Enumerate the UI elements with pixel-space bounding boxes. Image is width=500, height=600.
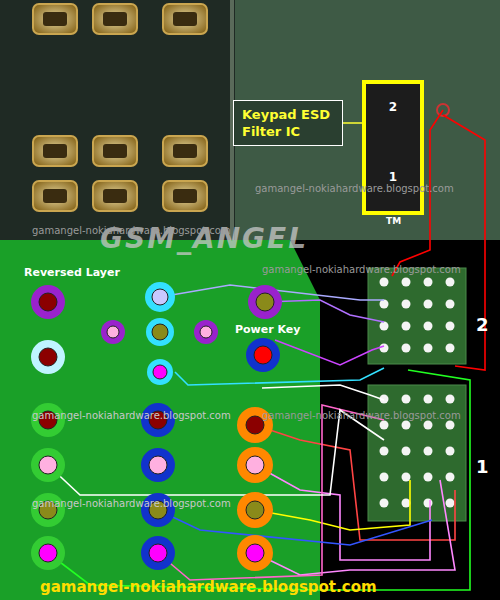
pin-number: 2 (366, 100, 420, 114)
watermark: gamangel-nokiahardware.blogspot.com (32, 225, 231, 236)
watermark: gamangel-nokiahardware.blogspot.com (32, 410, 231, 421)
leader-connector (343, 122, 362, 124)
callout-number: 2 (476, 314, 489, 335)
callout-number: 1 (476, 456, 489, 477)
watermark: gamangel-nokiahardware.blogspot.com (40, 578, 377, 596)
watermark: gamangel-nokiahardware.blogspot.com (262, 410, 461, 421)
watermark: gamangel-nokiahardware.blogspot.com (32, 498, 231, 509)
layer-label: Reversed Layer (24, 266, 120, 279)
callout-box: Keypad ESD Filter IC (233, 100, 343, 146)
pin-number: 1 (366, 170, 420, 184)
key-label: Power Key (235, 323, 300, 336)
trademark: TM (386, 216, 401, 226)
callout-text: Keypad ESD Filter IC (242, 106, 334, 140)
esd-filter-ic: 21 (362, 80, 424, 215)
watermark: gamangel-nokiahardware.blogspot.com (255, 183, 454, 194)
watermark: gamangel-nokiahardware.blogspot.com (262, 264, 461, 275)
